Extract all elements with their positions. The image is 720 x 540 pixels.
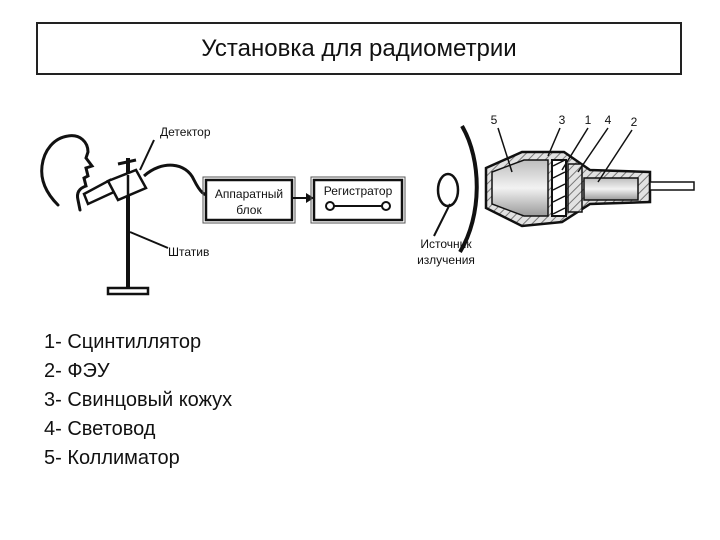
parts-legend: 1- Сцинтиллятор 2- ФЭУ 3- Свинцовый кожу…	[44, 328, 232, 473]
detector-leader-line	[139, 139, 155, 171]
legend-item: 1- Сцинтиллятор	[44, 331, 202, 353]
detector-probe-icon	[82, 168, 148, 206]
legend-item: 4- Световод	[44, 418, 156, 440]
hardware-unit-label-line2: блок	[236, 203, 262, 217]
photomultiplier	[583, 177, 639, 201]
part-number-5: 5	[491, 113, 498, 127]
part-number-3: 3	[559, 113, 566, 127]
collimator	[491, 159, 549, 217]
part-number-2: 2	[631, 115, 638, 129]
detector-label: Детектор	[160, 125, 211, 139]
connection-arrow	[292, 193, 314, 203]
part-number-1: 1	[585, 113, 592, 127]
source-label-line2: излучения	[417, 253, 475, 267]
scintillator	[551, 159, 567, 217]
patient-head-icon	[40, 134, 95, 212]
diagram-title: Установка для радиометрии	[201, 34, 517, 62]
legend-item: 3- Свинцовый кожух	[44, 389, 233, 411]
radiation-source-icon	[436, 172, 460, 208]
diagram-title-box: Установка для радиометрии	[36, 22, 682, 75]
source-label-line1: Источник	[420, 237, 472, 251]
source-leader-line	[433, 203, 451, 237]
radiation-arc	[458, 124, 479, 254]
recorder-label: Регистратор	[324, 184, 393, 198]
recorder-box	[310, 176, 406, 224]
part-leader-lines	[497, 127, 633, 183]
hardware-unit-box	[202, 176, 296, 224]
stand-label: Штатив	[168, 245, 209, 259]
stand-leader-line	[129, 231, 169, 249]
part-number-4: 4	[605, 113, 612, 127]
light-guide	[567, 163, 583, 213]
legend-item: 5- Коллиматор	[44, 447, 180, 469]
detector-cross-section	[484, 150, 695, 228]
output-cable	[649, 181, 695, 191]
legend-item: 2- ФЭУ	[44, 360, 110, 382]
detector-cable	[143, 163, 213, 198]
hardware-unit-label-line1: Аппаратный	[215, 187, 283, 201]
